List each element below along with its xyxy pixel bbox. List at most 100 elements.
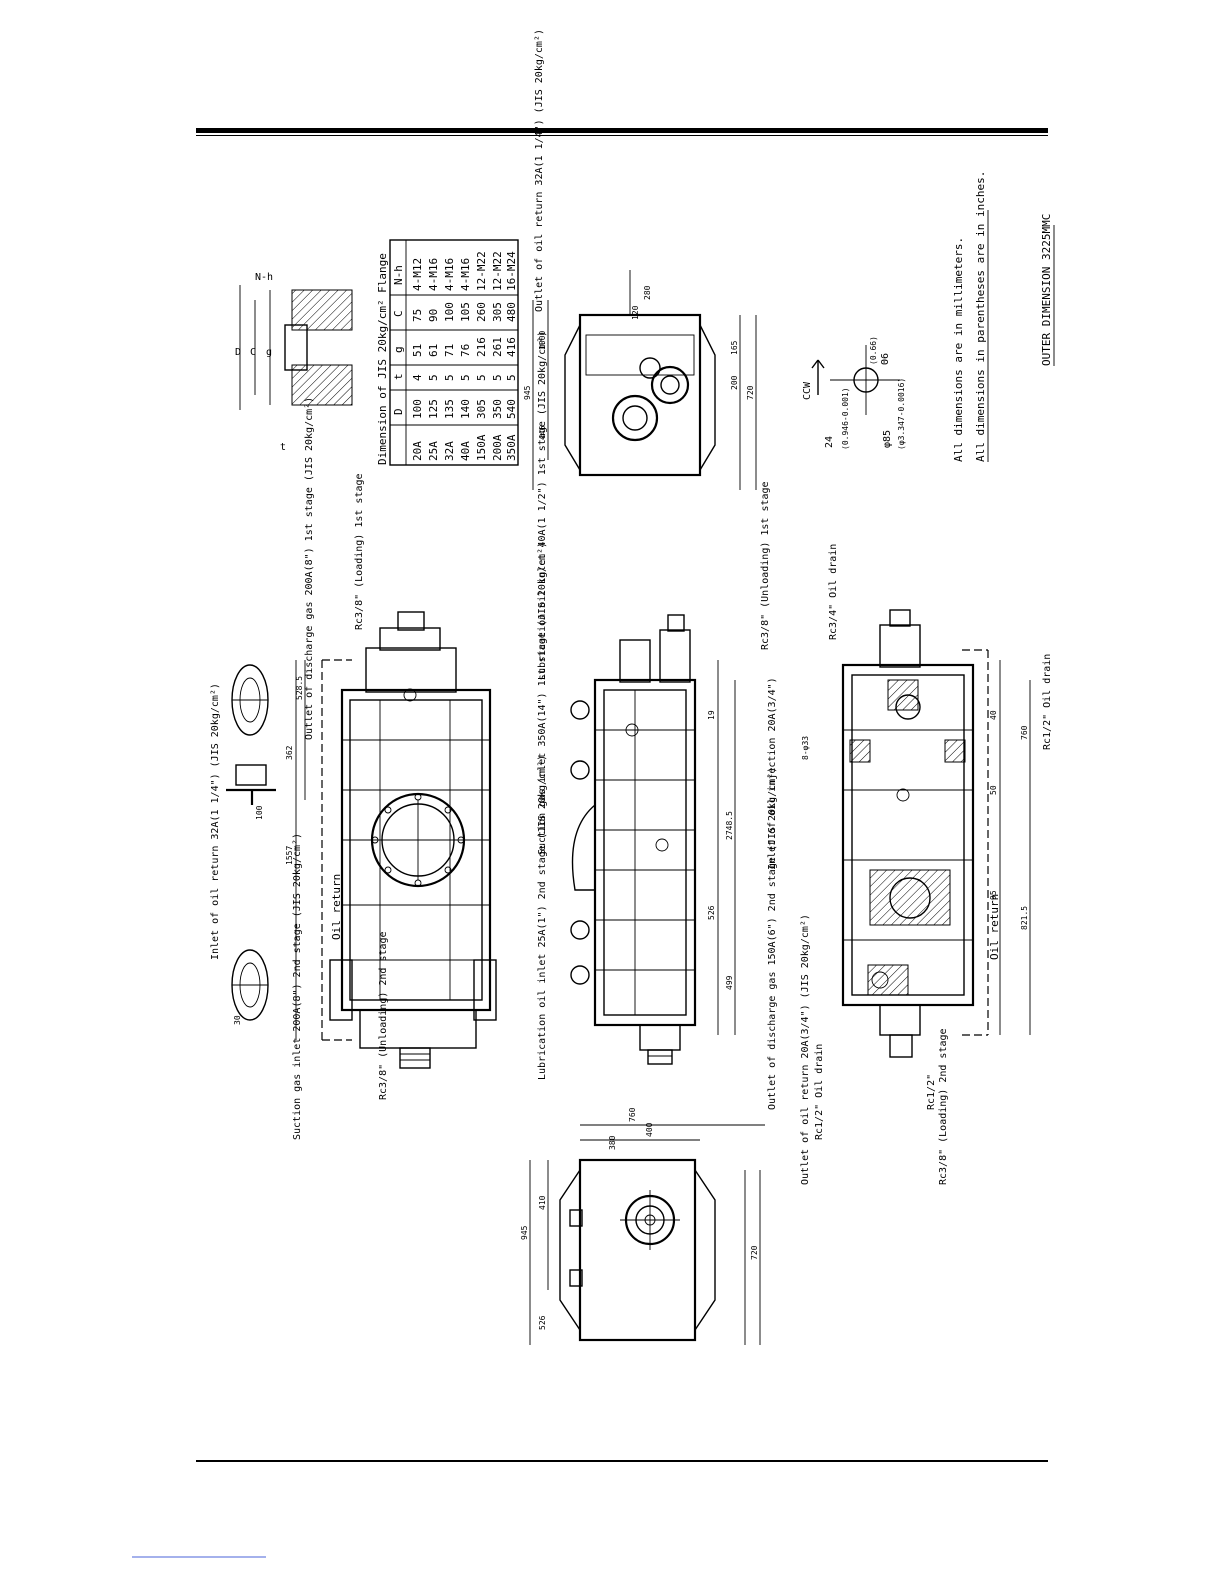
middle-view: 2748.5 499 19 526 Suction gas inlet 350A… (537, 331, 778, 1110)
flange-bottom (231, 949, 269, 1021)
top-rule-thin (196, 135, 1048, 136)
dim-280: 280 (643, 285, 652, 300)
dim-945-front: 945 (520, 1225, 529, 1240)
svg-text:260: 260 (475, 302, 488, 322)
svg-text:4-M16: 4-M16 (459, 258, 472, 291)
svg-text:12-M22: 12-M22 (491, 251, 504, 291)
svg-text:5: 5 (427, 374, 440, 381)
label-oil-return-bottom: Oil return (988, 894, 1001, 960)
dim-2748: 2748.5 (725, 811, 734, 840)
dim-720-rear: 720 (746, 385, 755, 400)
note-millimeters: All dimensions are in millimeters. (952, 237, 965, 462)
svg-text:4-M16: 4-M16 (427, 258, 440, 291)
dim-165: 165 (730, 340, 739, 355)
label-loading-2nd: Rc3/8" (Loading) 2nd stage (938, 1028, 949, 1185)
bottom-rule (196, 1460, 1048, 1462)
svg-text:76: 76 (459, 344, 472, 357)
dim-526: 526 (707, 905, 716, 920)
svg-text:4-M16: 4-M16 (443, 258, 456, 291)
header-nh: N-h (392, 265, 405, 285)
svg-text:140: 140 (459, 399, 472, 419)
svg-text:90: 90 (427, 309, 440, 322)
small-fitting (226, 764, 276, 805)
svg-text:261: 261 (491, 337, 504, 357)
dim-95: 95 (989, 890, 998, 900)
dim-100: 100 (255, 805, 264, 820)
svg-text:4-M12: 4-M12 (411, 258, 424, 291)
label-oil-return-top: Oil return (330, 874, 343, 940)
end-view-front: 945 410 526 720 760 400 380 (520, 1107, 765, 1345)
label-outlet-oil-return-32A: Outlet of oil return 32A(1 1/4") (JIS 20… (534, 29, 545, 312)
svg-text:12-M22: 12-M22 (475, 251, 488, 291)
dim-200: 200 (730, 375, 739, 390)
dim-499: 499 (725, 975, 734, 990)
note-inches: All dimensions in parentheses are in inc… (974, 171, 987, 462)
label-inlet-oil-return: Inlet of oil return 32A(1 1/4") (JIS 20k… (210, 683, 221, 960)
dim-410: 410 (538, 1195, 547, 1210)
label-outlet-discharge-2nd: Outlet of discharge gas 150A(6") 2nd sta… (767, 767, 778, 1110)
label-outlet-discharge-1st: Outlet of discharge gas 200A(8") 1st sta… (304, 397, 315, 740)
svg-text:350A: 350A (505, 434, 518, 461)
rotation-ccw: CCW (802, 381, 813, 400)
label-oil-injection: Inlet of oil injection 20A(3/4") (767, 677, 778, 870)
svg-text:5: 5 (491, 374, 504, 381)
end-view-rear: 945 1000 446 200 720 280 120 165 Outlet … (523, 29, 757, 490)
dim-19: 19 (707, 710, 716, 720)
svg-text:305: 305 (491, 302, 504, 322)
svg-text:150A: 150A (475, 434, 488, 461)
label-lub-inlet-2nd: Lubrication oil inlet 25A(1") 2nd stage … (537, 755, 548, 1080)
header-g: g (392, 346, 405, 353)
flange-table: Dimension of JIS 20kg/cm² Flange D t g C… (376, 239, 519, 466)
svg-text:75: 75 (411, 309, 424, 322)
label-loading-1st: Rc3/8" (Loading) 1st stage (354, 473, 365, 630)
sketch-label-nh: N-h (255, 272, 273, 283)
header-c: C (392, 310, 405, 317)
label-oil-drain-12-bottom: Rc1/2" Oil drain (814, 1044, 825, 1140)
svg-text:416: 416 (505, 337, 518, 357)
shaft-key-inch: (0.946-0.001) (841, 387, 850, 450)
shaft-diameter-inch: (φ3.347-0.0016) (897, 378, 906, 450)
casing-main (340, 688, 492, 1012)
dim-40: 40 (989, 710, 998, 720)
svg-text:216: 216 (475, 337, 488, 357)
table-caption: Dimension of JIS 20kg/cm² Flange (376, 253, 389, 465)
dim-120: 120 (631, 305, 640, 320)
label-unloading-2nd: Rc3/8" (Unloading) 2nd stage (378, 931, 389, 1100)
svg-text:200A: 200A (491, 434, 504, 461)
label-oil-drain-12-top: Rc1/2" Oil drain (1042, 654, 1053, 750)
svg-text:5: 5 (475, 374, 488, 381)
drawing-title: OUTER DIMENSION 3225MMC (1040, 214, 1053, 366)
svg-text:25A: 25A (427, 441, 440, 461)
flange-sketch: D C g t N-h (235, 272, 353, 453)
dim-400: 400 (645, 1122, 654, 1137)
svg-text:105: 105 (459, 302, 472, 322)
label-lub-inlet-1st: Lubrication oil inlet 40A(1 1/2") 1st st… (537, 331, 548, 680)
svg-text:32A: 32A (443, 441, 456, 461)
svg-text:480: 480 (505, 302, 518, 322)
sketch-label-c: C (250, 347, 256, 358)
label-unloading-1st: Rc3/8" (Unloading) 1st stage (760, 481, 771, 650)
top-view: 1557 528.5 362 100 30 Inlet of oil retur… (210, 397, 497, 1140)
svg-text:540: 540 (505, 399, 518, 419)
shaft-height-inch: (0.66) (869, 336, 878, 365)
svg-text:5: 5 (443, 374, 456, 381)
svg-text:61: 61 (427, 344, 440, 357)
svg-text:5: 5 (505, 374, 518, 381)
shaft-height: Θ6 (880, 353, 891, 365)
svg-text:40A: 40A (459, 441, 472, 461)
dim-380: 380 (608, 1135, 617, 1150)
label-outlet-oil-return-20A: Outlet of oil return 20A(3/4") (JIS 20kg… (800, 914, 811, 1185)
dim-1000: 1000 (538, 331, 547, 350)
dim-30: 30 (233, 1015, 242, 1025)
header-d: D (392, 408, 405, 415)
label-rc12: Rc1/2" (926, 1074, 937, 1110)
header-t: t (392, 373, 405, 380)
label-suction-1st: Suction gas inlet 350A(14") 1st stage (J… (537, 542, 548, 855)
label-suction-2nd: Suction gas inlet 200A(8") 2nd stage (JI… (292, 833, 303, 1140)
sketch-label-g: g (266, 347, 272, 358)
